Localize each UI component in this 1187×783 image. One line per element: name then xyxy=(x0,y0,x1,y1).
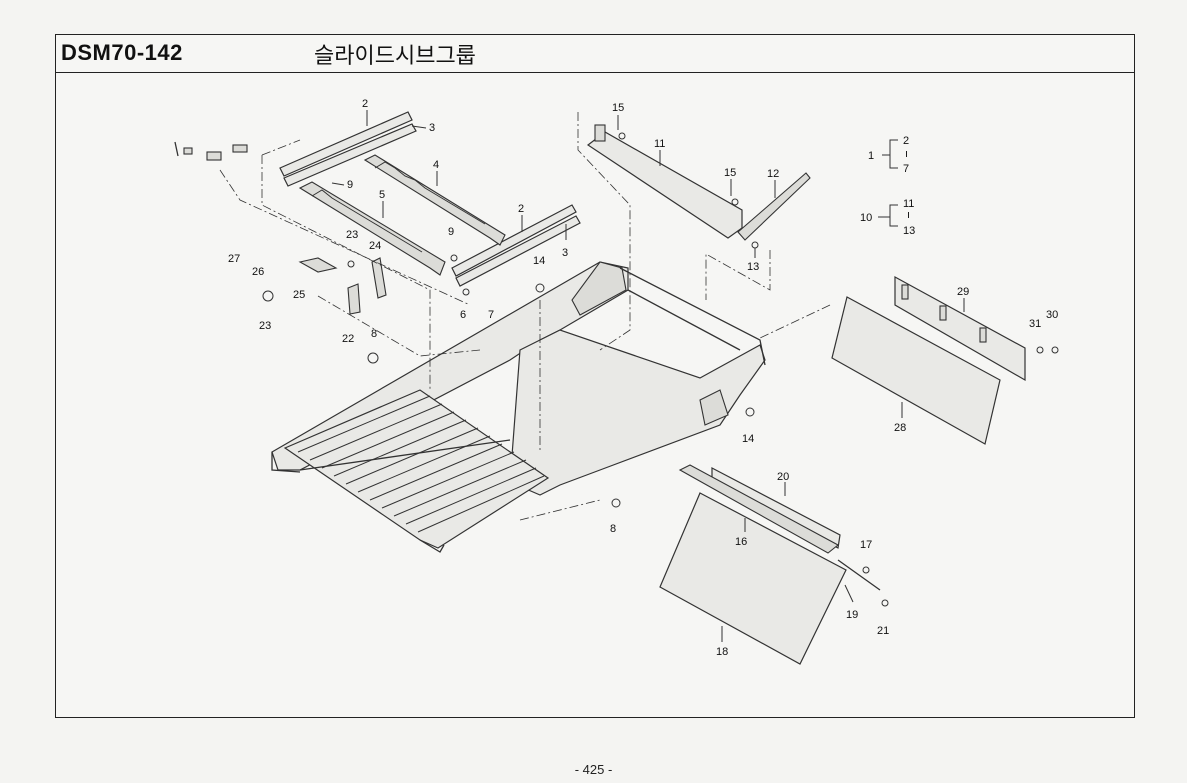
page-number: - 425 - xyxy=(574,762,613,777)
callout-25: 25 xyxy=(293,289,305,301)
callout-20: 20 xyxy=(777,471,789,483)
group-title: 슬라이드시브그룹 xyxy=(314,43,476,68)
cross-bar-11 xyxy=(586,124,743,239)
title-bar: DSM70-142 슬라이드시브그룹 xyxy=(56,35,1134,73)
callout-19: 19 xyxy=(846,609,858,621)
legend-from-11: 11 xyxy=(903,198,914,210)
mounting-plate-29 xyxy=(894,275,1026,382)
callout-22: 22 xyxy=(342,333,354,345)
legend-to-13: 13 xyxy=(903,225,915,237)
callout-30: 30 xyxy=(1046,309,1058,321)
projection-lines xyxy=(219,112,831,521)
roller-16 xyxy=(678,464,839,554)
callout-31: 31 xyxy=(1029,318,1041,330)
toothed-bar-5 xyxy=(298,181,446,276)
callout-27: 27 xyxy=(228,253,240,265)
sieve-slats xyxy=(297,395,545,533)
callout-14b: 14 xyxy=(742,433,754,445)
callout-3b: 3 xyxy=(562,247,568,259)
main-frame xyxy=(271,261,766,553)
callout-15b: 15 xyxy=(724,167,736,179)
legend-sep-2: ı xyxy=(907,209,910,221)
callout-4: 4 xyxy=(433,159,439,171)
callout-11: 11 xyxy=(654,138,665,150)
legend-brackets xyxy=(878,139,898,227)
legend-to-7: 7 xyxy=(903,163,909,175)
callout-17: 17 xyxy=(860,539,872,551)
callout-14a: 14 xyxy=(533,255,545,267)
drawing-code: DSM70-142 xyxy=(61,40,183,65)
shaft-19 xyxy=(837,559,881,591)
callout-12: 12 xyxy=(767,168,779,180)
bolt-and-spring-fittings xyxy=(174,141,248,161)
leader-lines xyxy=(331,110,965,642)
callout-2b: 2 xyxy=(518,203,524,215)
callout-9b: 9 xyxy=(448,226,454,238)
callout-8a: 8 xyxy=(371,328,377,340)
callout-16: 16 xyxy=(735,536,747,548)
callout-23b: 23 xyxy=(259,320,271,332)
callout-24: 24 xyxy=(369,240,381,252)
legend-from-2: 2 xyxy=(903,135,909,147)
callout-23a: 23 xyxy=(346,229,358,241)
callout-5: 5 xyxy=(379,189,385,201)
callout-8b: 8 xyxy=(610,523,616,535)
legend-sep-1: ı xyxy=(905,148,908,160)
legend-parent-10: 10 xyxy=(860,212,872,224)
callout-15a: 15 xyxy=(612,102,624,114)
callout-3a: 3 xyxy=(429,122,435,134)
callout-18: 18 xyxy=(716,646,728,658)
callout-2a: 2 xyxy=(362,98,368,110)
toothed-bar-4 xyxy=(363,154,506,246)
rail-pair-lower xyxy=(451,204,581,287)
cover-panel-28 xyxy=(831,296,1001,445)
legend-parent-1: 1 xyxy=(868,150,874,162)
deflector-12 xyxy=(737,172,811,241)
callout-6: 6 xyxy=(460,309,466,321)
bottom-plate-18 xyxy=(659,492,847,665)
assembly-legend: 1 2 ı 7 10 11 ı 13 xyxy=(860,135,915,237)
callout-26: 26 xyxy=(252,266,264,278)
rail-pair-upper xyxy=(279,111,417,187)
callout-29: 29 xyxy=(957,286,969,298)
callout-7: 7 xyxy=(488,309,494,321)
bolts xyxy=(450,132,1059,607)
callout-labels: 2 3 4 9 5 2 9 3 14 6 7 15 11 15 12 13 27… xyxy=(228,98,1058,658)
bracket-group-22-25 xyxy=(262,257,387,364)
callout-13: 13 xyxy=(747,261,759,273)
callout-21: 21 xyxy=(877,625,889,637)
callout-28: 28 xyxy=(894,422,906,434)
callout-9a: 9 xyxy=(347,179,353,191)
